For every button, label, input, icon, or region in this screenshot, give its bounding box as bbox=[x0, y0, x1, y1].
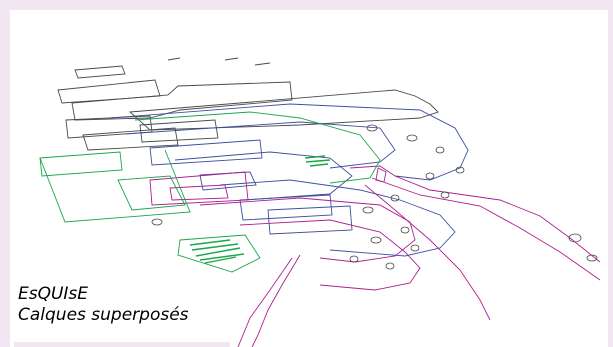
blue-outline-1 bbox=[109, 103, 469, 181]
ellipse-marks bbox=[151, 124, 598, 270]
blue-outline-3 bbox=[149, 139, 263, 166]
purple-outline-2 bbox=[169, 184, 229, 201]
mark bbox=[425, 172, 435, 180]
purple-outline-9 bbox=[237, 257, 293, 347]
mark bbox=[435, 146, 445, 154]
blue-outline-6 bbox=[219, 179, 456, 257]
green-outline-5 bbox=[177, 234, 261, 273]
green-outline-4 bbox=[134, 111, 381, 184]
purple-outline-7 bbox=[364, 184, 491, 321]
mark bbox=[440, 191, 450, 199]
purple-outline-5 bbox=[349, 165, 601, 263]
mark bbox=[370, 236, 382, 244]
black-outline-10 bbox=[254, 62, 271, 66]
mark bbox=[400, 226, 410, 234]
purple-outline-3 bbox=[199, 197, 416, 263]
black-layer bbox=[57, 57, 439, 151]
green-outline-2 bbox=[39, 149, 191, 223]
green-scribble-2 bbox=[304, 155, 331, 167]
mark bbox=[406, 134, 418, 142]
mark bbox=[366, 124, 378, 132]
mark bbox=[568, 233, 582, 243]
blue-outline-8 bbox=[267, 205, 353, 235]
caption-subtitle: Calques superposés bbox=[18, 305, 189, 325]
mark bbox=[385, 262, 395, 270]
green-layer bbox=[39, 111, 381, 273]
mark bbox=[455, 166, 465, 174]
blue-outline-4 bbox=[174, 151, 353, 201]
purple-layer bbox=[149, 165, 601, 347]
mark bbox=[390, 194, 400, 202]
mark bbox=[151, 218, 163, 226]
blue-outline-2 bbox=[124, 121, 396, 169]
caption-band bbox=[14, 342, 230, 347]
mark bbox=[586, 254, 598, 262]
green-scribble-1 bbox=[189, 239, 245, 264]
blue-outline-7 bbox=[239, 194, 333, 221]
black-outline-8 bbox=[167, 57, 181, 61]
black-outline-6 bbox=[82, 127, 179, 151]
purple-outline-8 bbox=[251, 254, 301, 347]
mark bbox=[349, 255, 359, 263]
green-outline-1 bbox=[39, 151, 123, 177]
purple-outline-6 bbox=[371, 177, 601, 281]
purple-outline-10 bbox=[375, 167, 387, 183]
purple-outline-4 bbox=[239, 219, 421, 291]
caption: EsQUIsE Calques superposés bbox=[18, 284, 189, 326]
caption-title: EsQUIsE bbox=[18, 284, 89, 304]
mark bbox=[410, 244, 420, 252]
green-outline-3 bbox=[117, 175, 186, 211]
black-outline-3 bbox=[71, 81, 293, 121]
purple-outline-1 bbox=[149, 171, 249, 206]
mark bbox=[362, 206, 374, 214]
black-outline-9 bbox=[224, 57, 239, 61]
black-outline-7 bbox=[139, 119, 219, 143]
black-outline-4 bbox=[128, 89, 439, 131]
black-outline-1 bbox=[74, 65, 126, 79]
blue-layer bbox=[109, 103, 469, 257]
